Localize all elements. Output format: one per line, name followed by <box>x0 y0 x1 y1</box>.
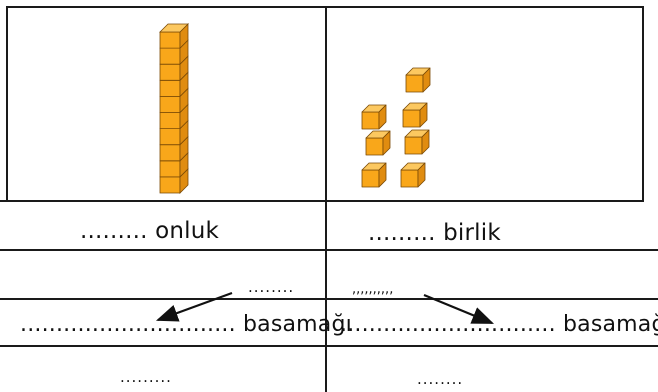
rod-unit <box>159 23 189 50</box>
unit-cube <box>361 162 387 188</box>
tens-rod <box>159 23 189 194</box>
rod-unit <box>159 39 189 66</box>
row-divider-2 <box>0 249 658 251</box>
ones-cubes <box>361 67 431 188</box>
unit-cube <box>405 67 431 93</box>
basamagi-left-label: .............................. basamağı <box>20 312 352 337</box>
row-divider-4 <box>0 345 658 347</box>
table-left-border <box>6 6 8 202</box>
row-divider-3 <box>0 298 658 300</box>
tens-count-blank: ........ <box>248 278 295 296</box>
row-divider-1 <box>0 200 644 202</box>
ones-count-blank: ,,,,,,,,,, <box>352 282 394 297</box>
basamagi-right-label: .............................. basamağı <box>340 312 658 337</box>
birlik-label: ......... birlik <box>368 220 501 246</box>
left-bottom-blank: ......... <box>120 368 172 386</box>
right-bottom-blank: ........ <box>417 370 464 388</box>
unit-cube <box>365 130 391 156</box>
onluk-label: ......... onluk <box>80 218 220 244</box>
left-arrow <box>155 291 233 322</box>
unit-cube <box>402 102 428 128</box>
unit-cube <box>404 129 430 155</box>
unit-cube <box>361 104 387 130</box>
unit-cube <box>400 162 426 188</box>
right-arrow <box>423 293 495 325</box>
table-middle-divider <box>325 6 327 392</box>
table-right-border <box>642 6 644 202</box>
